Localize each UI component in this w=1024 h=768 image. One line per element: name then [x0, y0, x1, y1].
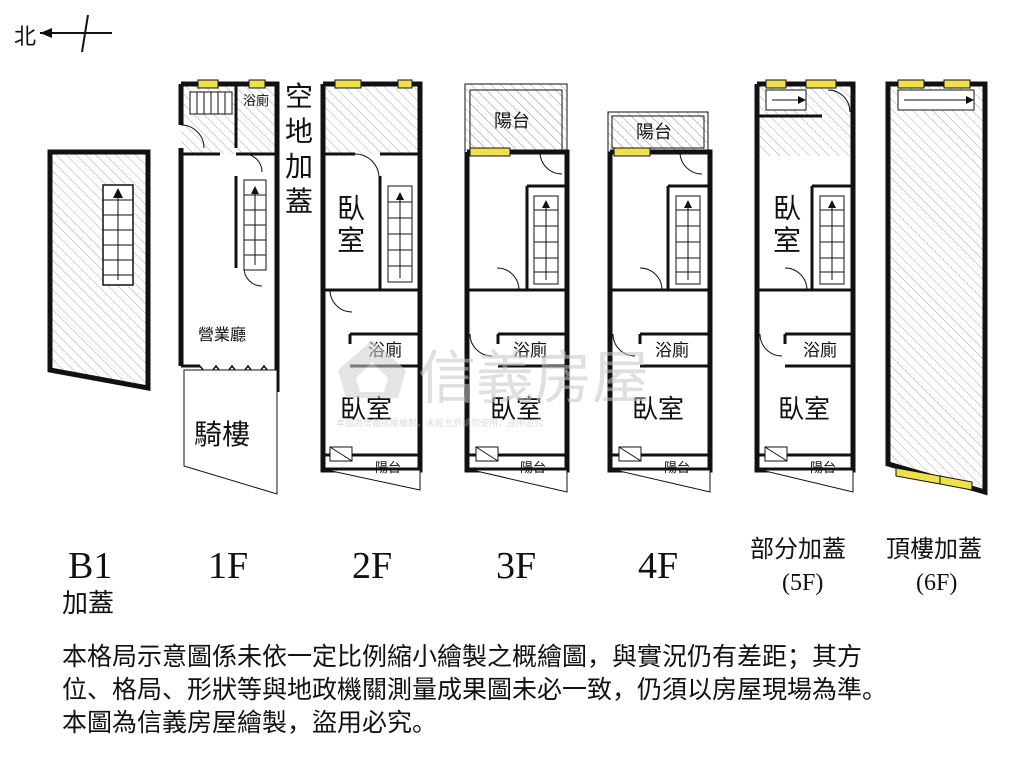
2f-bedroom-label: 臥室: [340, 395, 392, 425]
empty-lot-addition-char: 地: [285, 115, 313, 148]
5f-bedroom-label-top-2: 室: [773, 224, 801, 257]
north-arrow-icon: [40, 14, 112, 53]
3f-balcony-top-label: 陽台: [494, 111, 530, 132]
disclaimer-note: 本格局示意圖係未依一定比例縮小繪製之概繪圖，與實況仍有差距；其方 位、格局、形狀…: [62, 640, 1012, 739]
floor-name-b1: B1: [68, 545, 112, 587]
floor-2f-plan: [320, 79, 423, 491]
floor-sub-b1: 加蓋: [62, 589, 114, 619]
5f-bathroom-label: 浴廁: [803, 340, 837, 361]
1f-bathroom-label: 浴廁: [243, 93, 269, 109]
4f-balcony-top-label: 陽台: [636, 122, 672, 143]
floor-b1-plan: [47, 149, 151, 392]
2f-bedroom-label-top-2: 室: [337, 224, 365, 257]
5f-bedroom-label-top-1: 臥: [773, 192, 801, 225]
floor-1f-plan: [178, 79, 280, 495]
floor-4f-plan: [607, 111, 713, 493]
5f-balcony-label: 陽台: [810, 461, 836, 476]
floor-name-3f: 3F: [496, 545, 536, 587]
empty-lot-addition-label: 空 地 加 蓋: [285, 80, 313, 218]
disclaimer-line-1: 本格局示意圖係未依一定比例縮小繪製之概繪圖，與實況仍有差距；其方: [62, 642, 863, 671]
floor-sub-5f: (5F): [782, 570, 823, 596]
floor-name-6f: 頂樓加蓋: [886, 535, 982, 563]
floor-6f-plan: [885, 79, 988, 496]
4f-bedroom-label: 臥室: [632, 395, 684, 425]
watermark: 信義房屋 本圖為信義房屋繪製，未經允許請勿使用，盜用必究: [336, 340, 650, 428]
floor-name-2f: 2F: [352, 545, 392, 587]
2f-balcony-label: 陽台: [375, 461, 401, 476]
4f-bathroom-label: 浴廁: [655, 340, 689, 361]
floor-name-5f: 部分加蓋: [750, 535, 846, 563]
5f-bedroom-label: 臥室: [778, 395, 830, 425]
3f-bedroom-label: 臥室: [490, 395, 542, 425]
3f-bathroom-label: 浴廁: [513, 340, 547, 361]
floor-name-1f: 1F: [208, 545, 248, 587]
1f-business-hall-label: 營業廳: [198, 325, 246, 344]
watermark-brand: 信義房屋: [418, 346, 650, 411]
watermark-small-text: 本圖為信義房屋繪製，未經允許請勿使用，盜用必究: [336, 417, 543, 428]
2f-bedroom-label-top-1: 臥: [337, 192, 365, 225]
floor-3f-plan: [464, 83, 570, 493]
empty-lot-addition-char: 加: [285, 150, 313, 183]
floor-sub-6f: (6F): [916, 570, 957, 596]
3f-balcony-label: 陽台: [520, 461, 546, 476]
disclaimer-line-2: 位、格局、形狀等與地政機關測量成果圖未必一致，仍須以房屋現場為準。: [62, 675, 888, 704]
north-label: 北: [14, 25, 36, 50]
empty-lot-addition-char: 空: [285, 80, 313, 113]
disclaimer-line-3: 本圖為信義房屋繪製，盜用必究。: [62, 708, 438, 737]
brand-logo-icon: [338, 340, 406, 398]
floor-5f-plan: [754, 79, 856, 493]
empty-lot-addition-char: 蓋: [285, 185, 313, 218]
4f-balcony-label: 陽台: [664, 461, 690, 476]
1f-arcade-label: 騎樓: [194, 418, 250, 451]
floor-name-4f: 4F: [638, 545, 678, 587]
